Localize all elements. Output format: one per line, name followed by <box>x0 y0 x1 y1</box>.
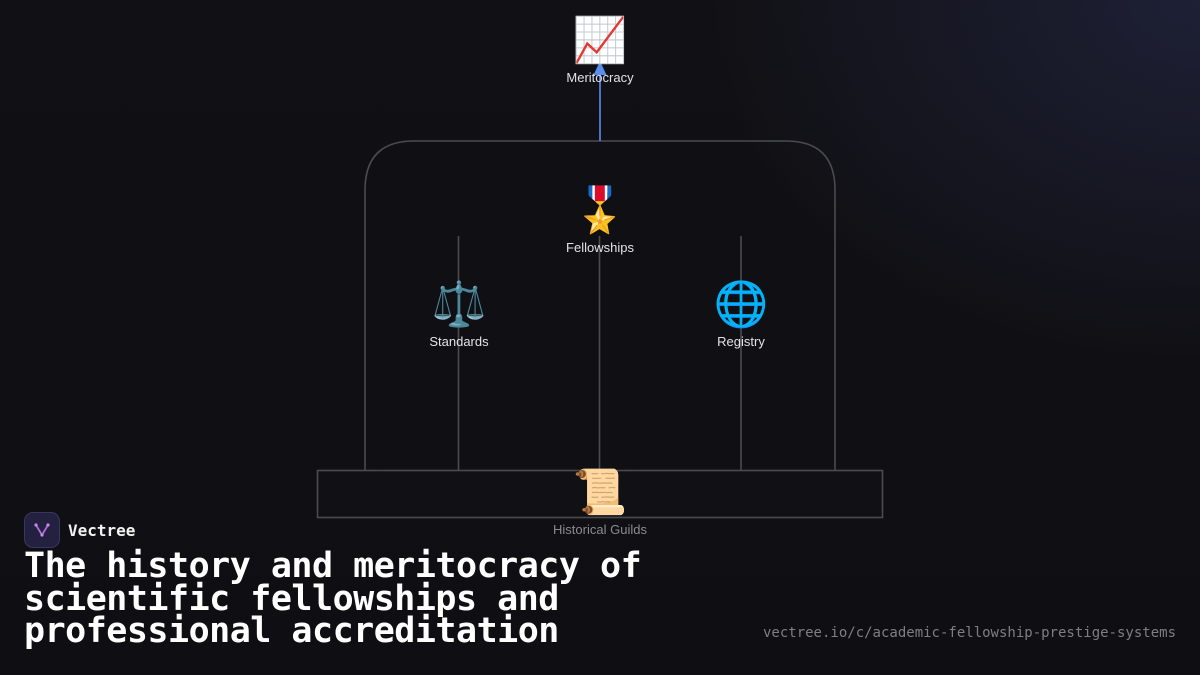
military-medal-icon: 🎖️ <box>572 185 628 236</box>
fellowships-label: Fellowships <box>566 240 634 255</box>
balance-scale-icon: ⚖️ <box>431 279 487 330</box>
brand-name: Vectree <box>68 520 136 540</box>
source-url: vectree.io/c/academic-fellowship-prestig… <box>762 625 1176 641</box>
standards-label: Standards <box>429 334 489 349</box>
meritocracy-label: Meritocracy <box>566 70 634 85</box>
registry-node: 🌐 Registry <box>661 279 821 350</box>
standards-node: ⚖️ Standards <box>379 279 539 350</box>
foundation-base <box>316 469 884 519</box>
page-title: The history and meritocracy of scientifi… <box>24 546 642 651</box>
fellowships-node: 🎖️ Fellowships <box>520 185 680 256</box>
chart-increasing-icon: 📈 <box>572 15 628 66</box>
meritocracy-arrow-head <box>593 61 607 75</box>
historical-guilds-label: Historical Guilds <box>553 522 647 537</box>
meritocracy-node: 📈 Meritocracy <box>520 15 680 86</box>
registry-label: Registry <box>717 334 765 349</box>
vectree-logo-icon <box>24 512 60 548</box>
brand: Vectree <box>24 512 135 548</box>
globe-icon: 🌐 <box>713 279 769 330</box>
historical-guilds-node: 📜 Historical Guilds <box>520 467 680 538</box>
scroll-icon: 📜 <box>572 467 628 518</box>
